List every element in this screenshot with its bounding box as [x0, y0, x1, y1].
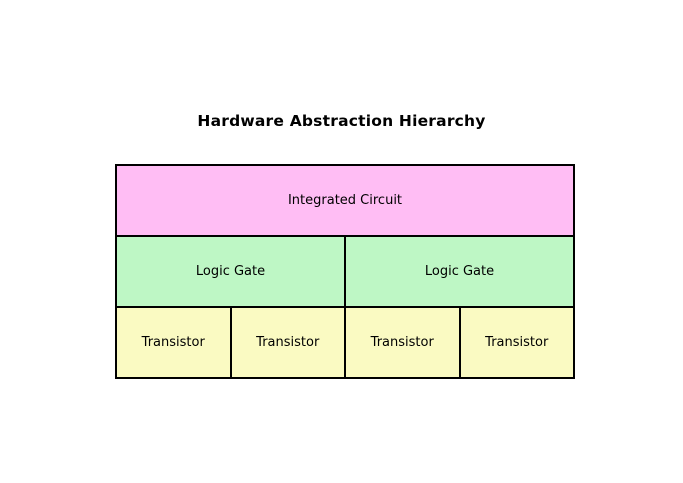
cell-integrated-circuit: Integrated Circuit [117, 166, 573, 235]
hierarchy-table: Integrated Circuit Logic Gate Logic Gate… [115, 164, 575, 379]
cell-logic-gate-1: Logic Gate [117, 237, 344, 306]
cell-transistor-4: Transistor [460, 308, 573, 377]
diagram-title: Hardware Abstraction Hierarchy [197, 112, 486, 130]
cell-logic-gate-2: Logic Gate [346, 237, 573, 306]
hierarchy-level-logic-gate: Logic Gate Logic Gate [117, 237, 573, 306]
cell-transistor-2: Transistor [231, 308, 344, 377]
hierarchy-level-integrated-circuit: Integrated Circuit [117, 166, 573, 235]
cell-transistor-3: Transistor [346, 308, 459, 377]
hierarchy-level-transistor: Transistor Transistor Transistor Transis… [117, 308, 573, 377]
cell-transistor-1: Transistor [117, 308, 230, 377]
